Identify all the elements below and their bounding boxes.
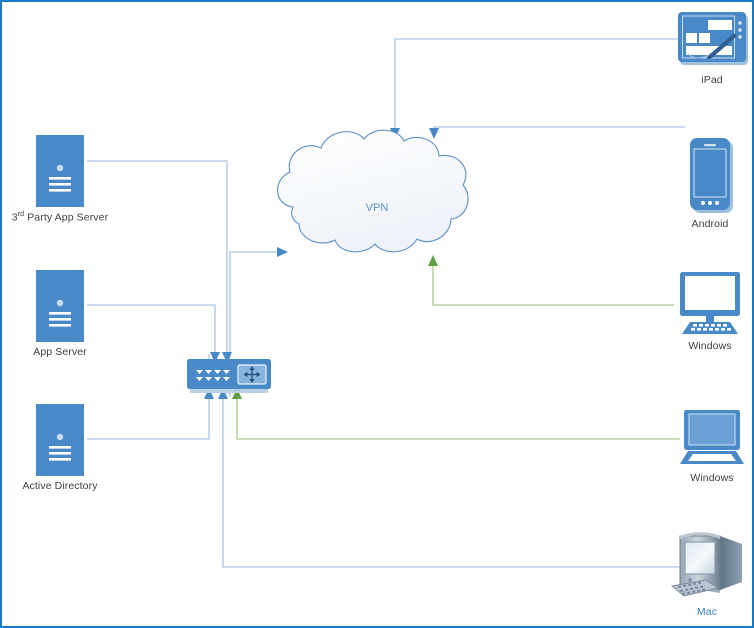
node-network-switch[interactable] xyxy=(187,359,271,402)
laptop-icon xyxy=(680,410,744,464)
desktop-monitor-icon xyxy=(680,272,740,334)
node-label: Active Directory xyxy=(22,480,98,492)
server-icon xyxy=(36,404,84,476)
node-ipad[interactable]: iPad xyxy=(678,12,750,86)
vpn-cloud-label: VPN xyxy=(365,202,389,214)
mac-crt-icon xyxy=(670,532,742,597)
node-active-directory[interactable]: Active Directory xyxy=(22,404,97,492)
green-arrowheads xyxy=(232,255,438,399)
node-label: iPad xyxy=(701,74,723,86)
node-label: Android xyxy=(691,218,729,230)
node-android[interactable]: Android xyxy=(690,138,738,230)
node-app-server[interactable]: App Server xyxy=(33,270,87,358)
switch-icon xyxy=(187,359,271,393)
vpn-cloud-icon xyxy=(277,129,469,253)
node-third-party-app-server[interactable]: 3rd Party App Server xyxy=(12,135,108,224)
node-mac[interactable]: Mac xyxy=(662,530,752,618)
node-label: 3rd Party App Server xyxy=(11,211,109,224)
node-label: Windows xyxy=(688,340,732,352)
blue-wire-group xyxy=(87,38,685,568)
node-label: Windows xyxy=(690,472,734,484)
server-icon xyxy=(36,270,84,342)
node-windows-desktop[interactable]: Windows xyxy=(670,272,750,352)
node-label: Mac xyxy=(696,606,718,618)
tablet-icon xyxy=(678,12,748,65)
node-windows-laptop[interactable]: Windows xyxy=(674,410,750,484)
node-label: App Server xyxy=(33,346,87,358)
smartphone-icon xyxy=(690,138,733,213)
green-wire-group xyxy=(236,264,680,440)
server-icon xyxy=(36,135,84,207)
